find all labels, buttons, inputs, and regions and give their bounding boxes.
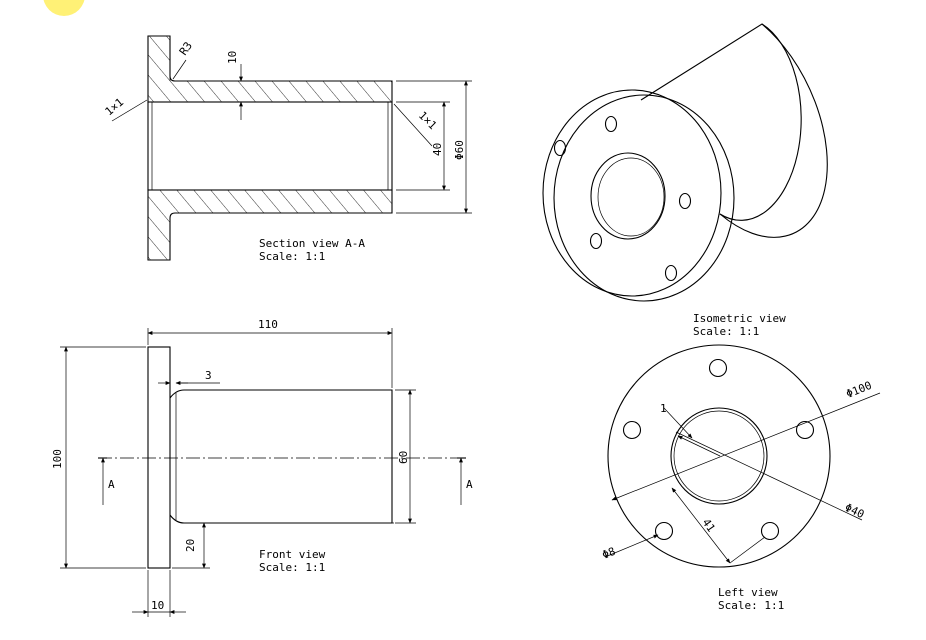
left-view-scale: Scale: 1:1 [718, 599, 784, 612]
iso-cylinder-back [719, 23, 828, 238]
dim-section-wall: 10 [226, 51, 239, 64]
iso-hole-2 [604, 115, 618, 133]
section-bore [147, 101, 393, 191]
iso-bore-inner [597, 157, 665, 237]
left-view-title: Left view [718, 586, 778, 599]
iso-hole-5 [664, 264, 678, 282]
dim-left-hole-dia: Φ8 [600, 545, 617, 562]
front-flange [147, 346, 171, 569]
dim-left-chamfer: 1 [660, 402, 667, 415]
left-hole-4 [654, 521, 674, 541]
iso-hole-4 [589, 232, 603, 250]
isometric-view-scale: Scale: 1:1 [693, 325, 759, 338]
front-view-title: Front view [259, 548, 326, 561]
section-view: R3 10 1×1 1×1 40 Φ60 Section view A-A Sc… [103, 35, 472, 263]
dim-left-bolt-radius: 41 [700, 516, 718, 534]
front-view: 110 3 100 60 20 10 A A Fro [51, 318, 473, 617]
left-hole-3 [795, 420, 815, 440]
dim-front-length: 110 [258, 318, 278, 331]
left-bore-inner [673, 410, 765, 502]
section-view-title: Section view A-A [259, 237, 365, 250]
dim-front-step: 3 [205, 369, 212, 382]
section-mark-right: A [466, 478, 473, 491]
dim-section-outer: Φ60 [453, 140, 466, 160]
isometric-view: Isometric view Scale: 1:1 [542, 23, 828, 338]
left-view: Φ100 Φ40 1 41 Φ8 Left view Scale: 1:1 [600, 344, 881, 612]
left-bore-outer [670, 407, 768, 505]
front-view-scale: Scale: 1:1 [259, 561, 325, 574]
dim-front-flange-drop: 20 [184, 539, 197, 552]
dim-section-bore: 40 [431, 143, 444, 156]
left-hole-1 [708, 358, 728, 378]
highlight-marker [43, 0, 85, 16]
section-hatch-bottom [147, 189, 393, 261]
left-hole-5 [760, 521, 780, 541]
front-body [169, 389, 393, 524]
section-view-scale: Scale: 1:1 [259, 250, 325, 263]
dim-section-fillet: R3 [177, 39, 195, 57]
dim-front-overall: 100 [51, 449, 64, 469]
section-mark-left: A [108, 478, 115, 491]
iso-bore-outer [590, 152, 666, 240]
iso-flange-face [542, 89, 722, 297]
iso-flange-back [553, 94, 735, 302]
dim-left-bore-dia: Φ40 [843, 501, 867, 521]
dim-front-flange-thickness: 10 [151, 599, 164, 612]
left-flange [607, 344, 831, 568]
isometric-view-title: Isometric view [693, 312, 786, 325]
dim-section-chamfer-right: 1×1 [416, 109, 439, 132]
dim-front-body: 60 [397, 451, 410, 464]
iso-hole-1 [553, 139, 567, 157]
left-hole-2 [622, 420, 642, 440]
iso-hole-3 [678, 192, 692, 210]
